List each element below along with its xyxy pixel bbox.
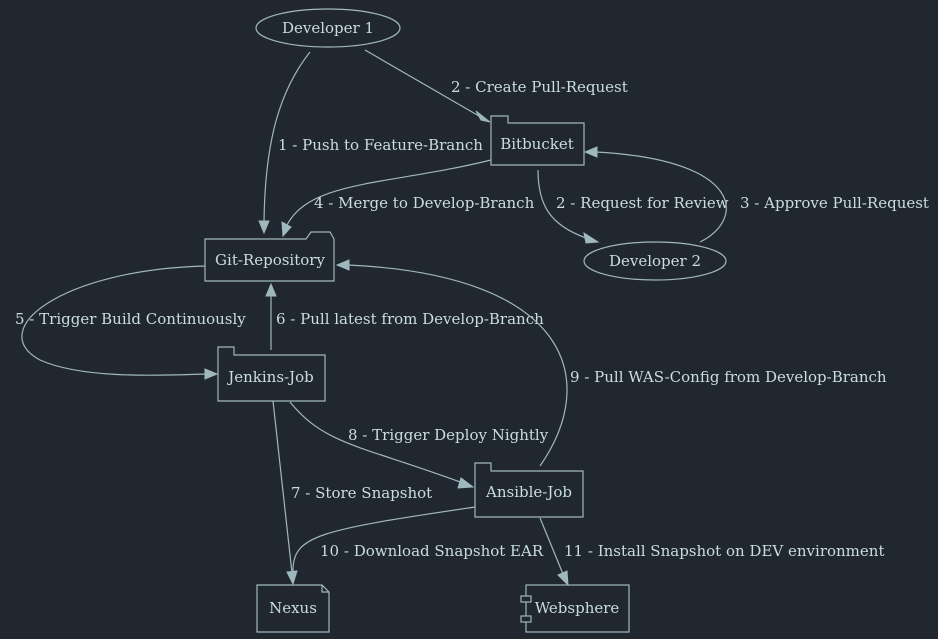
developer-1-ellipse <box>255 8 401 48</box>
websphere-label: Websphere <box>535 599 620 617</box>
edge-merge-to-develop-branch: 4 - Merge to Develop-Branch <box>281 159 535 238</box>
edge-9-arrowhead <box>335 259 350 271</box>
websphere-component-box <box>525 584 630 633</box>
edge-store-snapshot: 7 - Store Snapshot <box>272 400 432 586</box>
git-repository-folder-shape <box>204 231 335 282</box>
edge-9-line <box>347 264 568 467</box>
edge-4-line <box>286 159 492 226</box>
edge-2b-label: 2 - Request for Review <box>556 194 729 212</box>
edge-3-line <box>595 151 727 243</box>
edge-pull-latest-from-develop-branch: 6 - Pull latest from Develop-Branch <box>265 282 544 350</box>
edge-11-arrowhead <box>557 570 569 587</box>
edge-approve-pull-request: 3 - Approve Pull-Request <box>583 146 929 243</box>
node-bitbucket[interactable]: Bitbucket <box>490 115 585 166</box>
node-developer-2[interactable]: Developer 2 <box>583 241 727 281</box>
nexus-label: Nexus <box>269 599 317 617</box>
bitbucket-label: Bitbucket <box>500 135 574 153</box>
git-repository-label: Git-Repository <box>215 251 325 269</box>
edge-8-line <box>289 401 464 484</box>
node-nexus[interactable]: Nexus <box>256 584 330 633</box>
edge-download-snapshot-ear: 10 - Download Snapshot EAR <box>292 506 544 573</box>
node-git-repository[interactable]: Git-Repository <box>204 231 335 282</box>
edge-trigger-build-continuously: 5 - Trigger Build Continuously <box>15 265 246 380</box>
edge-2b-line <box>537 169 587 239</box>
edge-4-arrowhead <box>281 221 292 238</box>
edge-1-arrowhead <box>258 220 270 235</box>
bitbucket-folder-shape <box>490 115 585 166</box>
edge-9-label: 9 - Pull WAS-Config from Develop-Branch <box>570 368 887 386</box>
node-developer-1[interactable]: Developer 1 <box>255 8 401 48</box>
edge-10-line <box>292 506 476 573</box>
edge-request-for-review: 2 - Request for Review <box>537 169 729 244</box>
edge-6-arrowhead <box>265 282 277 297</box>
websphere-component-tab-bottom <box>520 615 532 623</box>
edge-5-arrowhead <box>204 368 219 380</box>
edge-4-label: 4 - Merge to Develop-Branch <box>314 194 535 212</box>
edge-trigger-deploy-nightly: 8 - Trigger Deploy Nightly <box>289 401 549 489</box>
edge-10-label: 10 - Download Snapshot EAR <box>320 542 544 560</box>
edge-8-label: 8 - Trigger Deploy Nightly <box>348 426 549 444</box>
nexus-note-shape <box>256 584 330 633</box>
edge-5-line <box>21 265 207 376</box>
node-jenkins-job[interactable]: Jenkins-Job <box>217 346 326 402</box>
websphere-component-tab-top <box>520 595 532 603</box>
edge-push-to-feature-branch: 1 - Push to Feature-Branch <box>258 51 483 235</box>
jenkins-job-label: Jenkins-Job <box>226 368 314 386</box>
node-websphere[interactable]: Websphere <box>520 584 630 633</box>
developer-1-label: Developer 1 <box>282 19 374 37</box>
edge-11-line <box>539 517 564 575</box>
edge-3-arrowhead <box>583 146 598 158</box>
edge-2a-line <box>364 49 480 117</box>
edge-11-label: 11 - Install Snapshot on DEV environment <box>564 542 884 560</box>
edge-2a-label: 2 - Create Pull-Request <box>451 78 628 96</box>
edge-2b-arrowhead <box>583 231 600 244</box>
edge-5-label: 5 - Trigger Build Continuously <box>15 310 246 328</box>
edge-1-line <box>263 51 311 223</box>
edge-install-snapshot: 11 - Install Snapshot on DEV environment <box>539 517 884 587</box>
edge-7-line <box>272 400 293 574</box>
edge-8-arrowhead <box>457 477 475 489</box>
developer-2-label: Developer 2 <box>609 252 701 270</box>
edge-create-pull-request: 2 - Create Pull-Request <box>364 49 628 123</box>
ansible-job-folder-shape <box>474 462 584 518</box>
node-ansible-job[interactable]: Ansible-Job <box>474 462 584 518</box>
edge-7-arrowhead <box>286 570 298 586</box>
edge-pull-was-config: 9 - Pull WAS-Config from Develop-Branch <box>335 259 887 467</box>
edge-3-label: 3 - Approve Pull-Request <box>740 194 929 212</box>
ansible-job-label: Ansible-Job <box>485 483 572 501</box>
edge-1-label: 1 - Push to Feature-Branch <box>278 136 483 154</box>
edge-7-label: 7 - Store Snapshot <box>291 484 432 502</box>
edge-6-label: 6 - Pull latest from Develop-Branch <box>276 310 544 328</box>
edge-2a-arrowhead <box>475 110 491 123</box>
developer-2-ellipse <box>583 241 727 281</box>
jenkins-job-folder-shape <box>217 346 326 402</box>
